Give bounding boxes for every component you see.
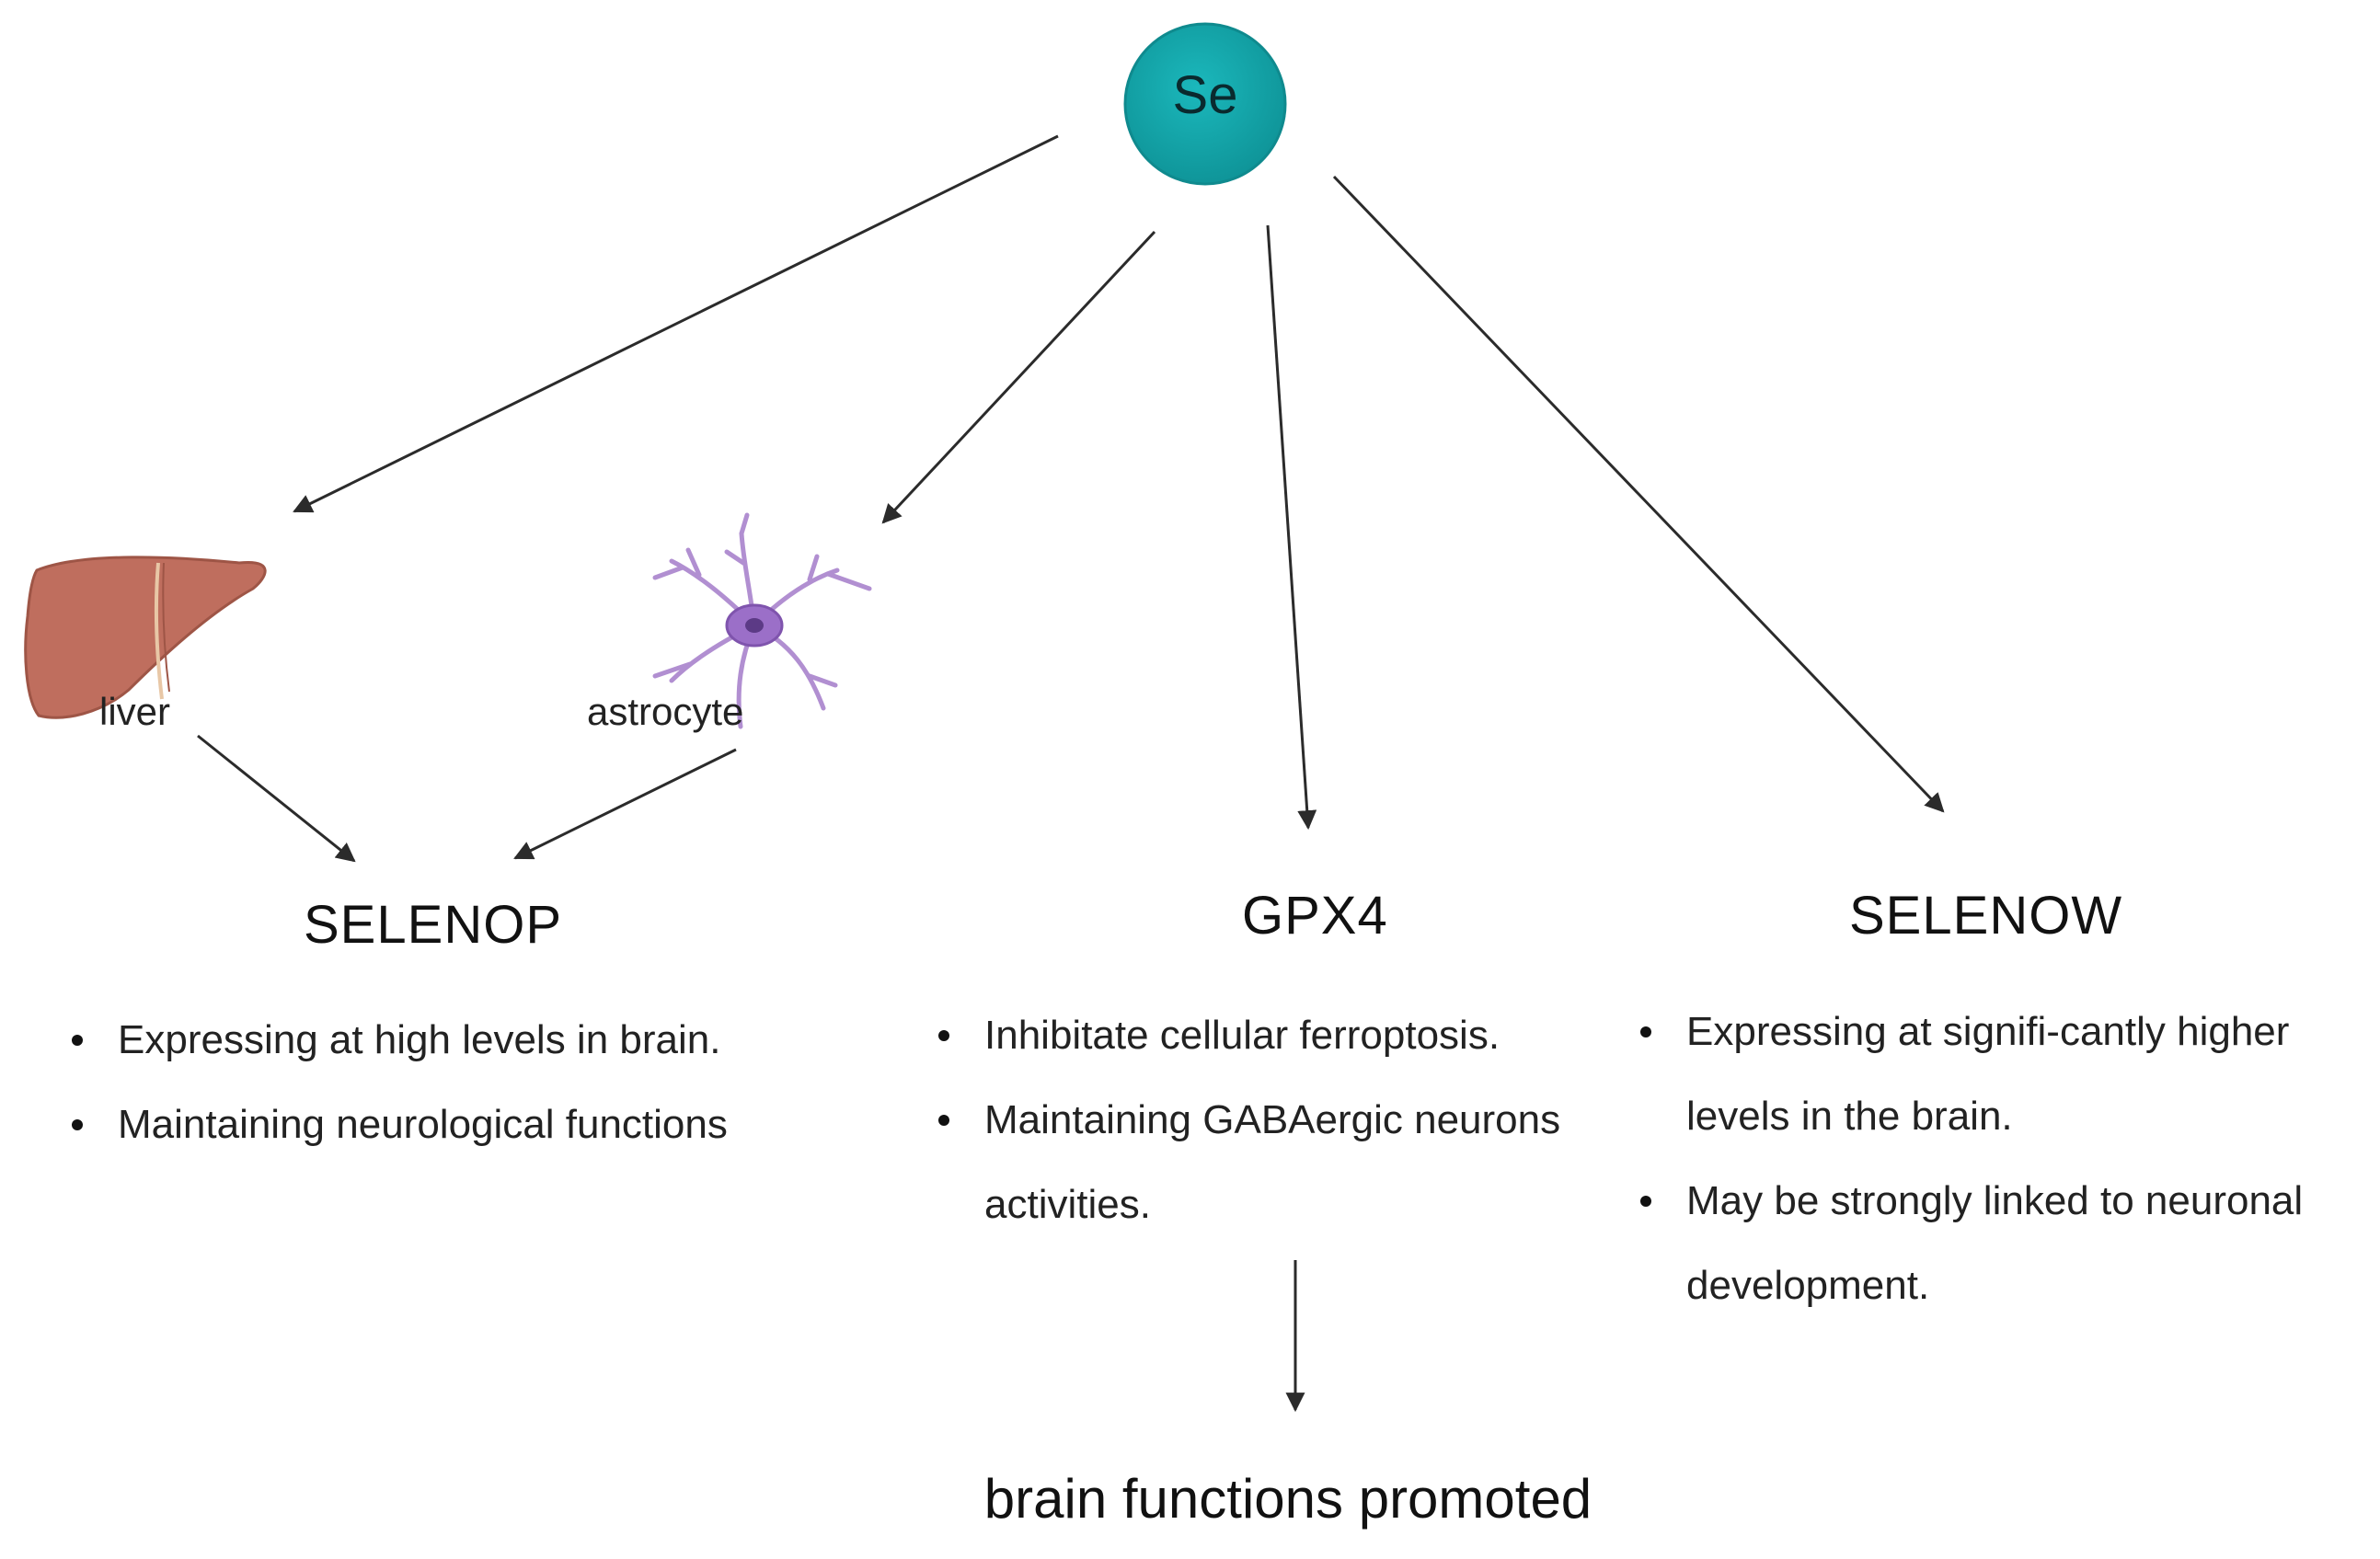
gpx4-point-continuation: activities. — [984, 1182, 1151, 1227]
arrow-se-to-selenow — [1332, 175, 1945, 813]
arrow-astrocyte-to-selenop — [513, 748, 737, 860]
selenop-point: Expressing at high levels in brain. — [64, 998, 728, 1083]
outcome-label: brain functions promoted — [983, 1468, 1592, 1530]
gpx4-heading: GPX4 — [1242, 886, 1388, 946]
selenow-points: Expressing at signifi-cantly higher leve… — [1633, 990, 2303, 1328]
arrow-se-to-astrocyte — [881, 230, 1156, 524]
selenow-point-continuation: development. — [1686, 1263, 1930, 1308]
selenow-point: Expressing at signifi-cantly higher — [1633, 990, 2303, 1074]
gpx4-points: Inhibitate cellular ferroptosis. Maintai… — [931, 993, 1560, 1247]
astrocyte-icon — [652, 512, 872, 729]
arrow-liver-to-selenop — [197, 734, 356, 863]
selenop-points: Expressing at high levels in brain. Main… — [64, 998, 728, 1167]
selenium-label: Se — [1172, 65, 1238, 125]
gpx4-point: Inhibitate cellular ferroptosis. — [931, 993, 1560, 1078]
liver-label: liver — [99, 690, 171, 733]
selenow-heading: SELENOW — [1849, 886, 2123, 946]
arrow-se-to-gpx4 — [1266, 224, 1317, 831]
arrow-se-to-liver — [293, 134, 1059, 513]
liver-icon — [24, 556, 267, 719]
selenop-heading: SELENOP — [304, 895, 562, 955]
gpx4-point: Maintaining GABAergic neurons — [931, 1078, 1560, 1163]
selenop-point: Maintaining neurological functions — [64, 1083, 728, 1167]
astrocyte-label: astrocyte — [587, 690, 744, 733]
selenow-point: May be strongly linked to neuronal — [1633, 1159, 2303, 1244]
selenow-point-continuation: levels in the brain. — [1686, 1094, 2013, 1139]
selenium-node — [1123, 22, 1287, 186]
